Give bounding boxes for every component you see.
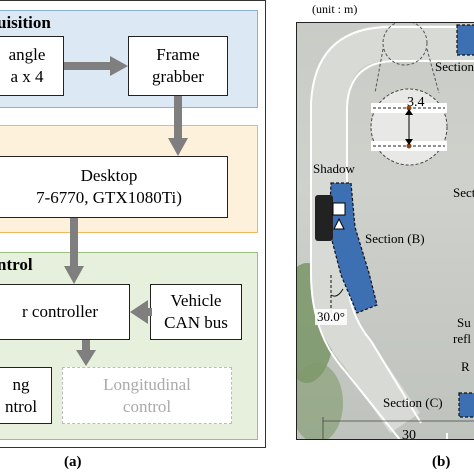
panel-a-frame [0, 0, 266, 448]
surface-fragment-line1: Su [457, 315, 471, 330]
arrow-camera-to-grabber [64, 62, 112, 70]
panel-a-arrows [64, 56, 188, 366]
section-fragment-right: Secti [453, 185, 474, 200]
desktop-line2: 7-6770, GTX1080Ti) [36, 188, 182, 207]
arrow-controller-to-steering [82, 340, 90, 352]
section-b-label: Section (B) [365, 231, 425, 246]
arrow-desktop-to-controller [70, 218, 78, 268]
lane-width-arrowhead-top [405, 109, 413, 115]
zoom-point-bottom [406, 143, 412, 149]
desktop-line1: Desktop [80, 166, 138, 185]
controller-box: r controller [0, 284, 130, 340]
track-surface [311, 25, 474, 434]
section-c-marker [458, 392, 474, 418]
control-title: ntrol [0, 255, 33, 274]
zoom-point-top [406, 105, 412, 111]
desktop-box: Desktop 7-6770, GTX1080Ti) [0, 156, 228, 218]
vehicle [315, 195, 333, 241]
section-label-top-right: Section [435, 59, 474, 74]
unit-label: (unit : m) [312, 2, 358, 16]
arrow-controller-to-steering-head [76, 350, 96, 366]
angle-label: 30.0° [315, 309, 347, 325]
zoom-source-circle [382, 23, 428, 66]
camera-box-line1: angle [8, 45, 46, 64]
longitudinal-control-box: Longitudinal control [62, 367, 232, 424]
steering-line2: ntrol [4, 396, 38, 416]
outer-lane-line [310, 26, 474, 439]
acquisition-title: uisition [0, 13, 51, 32]
lane-width-value: 3.4 [407, 95, 425, 110]
angle-arc [330, 288, 344, 297]
camera-box-line2: a x 4 [10, 67, 44, 86]
arrow-can-to-controller-head [130, 300, 148, 324]
camera-box: angle a x 4 [0, 36, 64, 96]
panel-a-label: (a) [64, 454, 82, 470]
section-marker-top [456, 24, 474, 56]
arrow-desktop-to-controller-head [64, 266, 84, 284]
camera-marker [332, 202, 346, 216]
aerial-map: S Section 3.4 Secti Shadow Section (B) 3… [296, 22, 474, 440]
shadow-label: Shadow [313, 161, 355, 176]
longitudinal-line1: Longitudinal [103, 374, 191, 394]
can-line1: Vehicle [170, 291, 222, 310]
width-dim-value: 30 [402, 428, 416, 443]
camera-marker-triangle [333, 217, 345, 230]
arrow-camera-to-grabber-head [110, 56, 128, 76]
surface-fragment-line2: refl [453, 331, 472, 346]
longitudinal-line2: control [122, 396, 172, 416]
vehicle-can-bus-box: Vehicle CAN bus [150, 284, 242, 340]
panel-b-label: (b) [432, 454, 451, 470]
arrow-grabber-to-desktop-head [168, 138, 188, 156]
zoom-line-left [374, 48, 384, 94]
r-fragment: R [461, 359, 470, 374]
frame-grabber-line1: Frame [156, 45, 200, 64]
lane-width-arrowhead-bottom [405, 139, 413, 145]
vegetation-patch-lower [297, 363, 343, 439]
arrow-grabber-to-desktop [174, 96, 182, 140]
zoom-line-right [426, 48, 440, 94]
steering-line1: ng [12, 374, 30, 394]
frame-grabber-box: Frame grabber [128, 36, 228, 96]
section-c-label: Section (C) [383, 395, 443, 410]
steering-control-box: ng ntrol [0, 367, 52, 424]
frame-grabber-line2: grabber [152, 67, 204, 86]
can-line2: CAN bus [164, 313, 228, 332]
controller-label: r controller [22, 302, 98, 321]
